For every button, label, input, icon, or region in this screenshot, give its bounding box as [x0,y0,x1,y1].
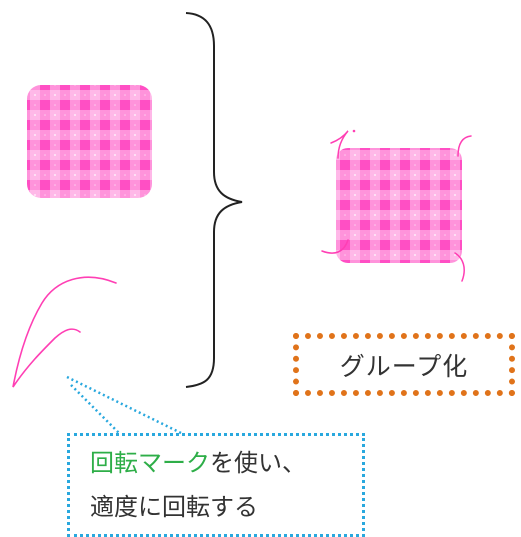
group-label: グループ化 [293,333,515,396]
curly-brace-right-icon [185,12,243,388]
callout-line-1-rest: を使い、 [210,449,306,477]
grouped-shape [321,129,472,282]
gingham-square-icon [336,148,462,263]
curved-line-shape-icon [12,276,117,388]
callout-pointer [70,384,120,434]
callout-line-2: 適度に回転する [90,493,258,521]
rotate-handle-term: 回転マーク [90,449,210,477]
callout-line-1: 回転マークを使い、 [90,441,306,485]
rotate-callout: 回転マークを使い、 適度に回転する [67,433,365,537]
callout-pointer [66,375,182,435]
group-label-text: グループ化 [339,351,469,381]
gingham-square-icon [27,85,152,198]
